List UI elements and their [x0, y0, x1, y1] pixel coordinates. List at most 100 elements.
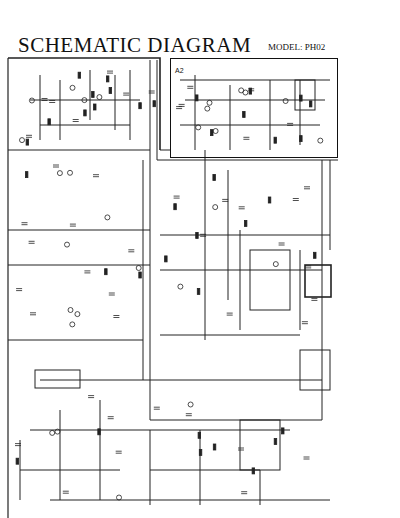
capacitor-symbol [174, 196, 180, 198]
capacitor-symbol [304, 457, 310, 459]
resistor-symbol [139, 103, 142, 109]
capacitor-symbol [128, 250, 134, 252]
capacitor-symbol [73, 120, 79, 122]
capacitor-symbol [200, 234, 206, 236]
capacitor-symbol [302, 322, 308, 324]
transistor-symbol [68, 308, 73, 313]
capacitor-symbol [222, 199, 228, 201]
transistor-symbol [136, 266, 141, 271]
capacitor-symbol [187, 86, 193, 88]
resistor-symbol [282, 428, 285, 434]
transistor-symbol [318, 138, 323, 143]
capacitor-symbol [176, 107, 182, 109]
resistor-symbol [268, 197, 271, 203]
resistor-symbol [16, 458, 19, 464]
resistor-symbol [314, 252, 317, 258]
capacitor-symbol [123, 93, 129, 95]
resistor-symbol [48, 119, 51, 125]
transistor-symbol [75, 312, 80, 317]
capacitor-symbol [304, 187, 310, 189]
resistor-symbol [25, 172, 28, 178]
resistor-symbol [196, 95, 199, 101]
capacitor-symbol [311, 298, 317, 300]
resistor-symbol [213, 444, 216, 450]
resistor-symbol [109, 88, 112, 94]
transistor-symbol [117, 495, 122, 500]
capacitor-symbol [154, 407, 160, 409]
transistor-symbol [82, 98, 87, 103]
capacitor-symbol [279, 243, 285, 245]
resistor-symbol [300, 136, 303, 142]
capacitor-symbol [42, 99, 48, 101]
resistor-symbol [197, 288, 200, 294]
resistor-symbol [106, 76, 109, 82]
capacitor-symbol [238, 448, 244, 450]
resistor-symbol [198, 432, 201, 438]
resistor-symbol [252, 468, 255, 474]
transistor-symbol [283, 99, 288, 104]
capacitor-symbol [29, 241, 35, 243]
transistor-symbol [97, 95, 102, 100]
capacitor-symbol [53, 165, 59, 167]
page-title: SCHEMATIC DIAGRAM [18, 33, 251, 58]
capacitor-symbol [293, 199, 299, 201]
transistor-symbol [68, 170, 73, 175]
capacitor-symbol [248, 89, 254, 91]
resistor-symbol [153, 101, 156, 107]
resistor-symbol [78, 72, 81, 78]
model-label: MODEL: PH02 [268, 42, 325, 52]
capacitor-symbol [93, 175, 99, 177]
capacitor-symbol [305, 266, 311, 268]
transistor-symbol [273, 262, 278, 267]
resistor-symbol [274, 137, 277, 143]
capacitor-symbol [30, 313, 36, 315]
resistor-symbol [309, 101, 312, 107]
transistor-symbol [29, 98, 34, 103]
resistor-symbol [105, 269, 108, 275]
capacitor-symbol [116, 451, 122, 453]
resistor-symbol [196, 232, 199, 238]
capacitor-symbol [109, 293, 115, 295]
resistor-symbol [274, 439, 277, 445]
transistor-symbol [50, 430, 55, 435]
resistor-symbol [26, 139, 29, 145]
capacitor-symbol [107, 71, 113, 73]
capacitor-symbol [241, 492, 247, 494]
resistor-symbol [199, 449, 202, 455]
resistor-symbol [165, 256, 168, 262]
capacitor-symbol [63, 491, 69, 493]
resistor-symbol [139, 272, 142, 278]
resistor-symbol [244, 220, 247, 226]
resistor-symbol [211, 130, 214, 136]
transistor-symbol [55, 429, 60, 434]
transistor-symbol [243, 90, 248, 95]
transistor-symbol [207, 100, 212, 105]
resistor-symbol [94, 104, 97, 110]
capacitor-symbol [149, 91, 155, 93]
capacitor-symbol [179, 104, 185, 106]
capacitor-symbol [70, 224, 76, 226]
capacitor-symbol [186, 414, 192, 416]
capacitor-symbol [15, 444, 21, 446]
resistor-symbol [213, 174, 216, 180]
transistor-symbol [65, 242, 70, 247]
transistor-symbol [20, 138, 25, 143]
board-outline: A2 [170, 58, 338, 158]
transistor-symbol [178, 284, 183, 289]
transistor-symbol [70, 322, 75, 327]
transistor-symbol [188, 402, 193, 407]
resistor-symbol [174, 204, 177, 210]
resistor-symbol [300, 95, 303, 101]
capacitor-symbol [287, 123, 293, 125]
resistor-symbol [84, 110, 87, 116]
capacitor-symbol [243, 137, 249, 139]
transistor-symbol [213, 129, 218, 134]
capacitor-symbol [88, 396, 94, 398]
capacitor-symbol [113, 316, 119, 318]
transistor-symbol [196, 125, 201, 130]
capacitor-symbol [49, 101, 55, 103]
resistor-symbol [243, 111, 246, 117]
transistor-symbol [205, 106, 210, 111]
